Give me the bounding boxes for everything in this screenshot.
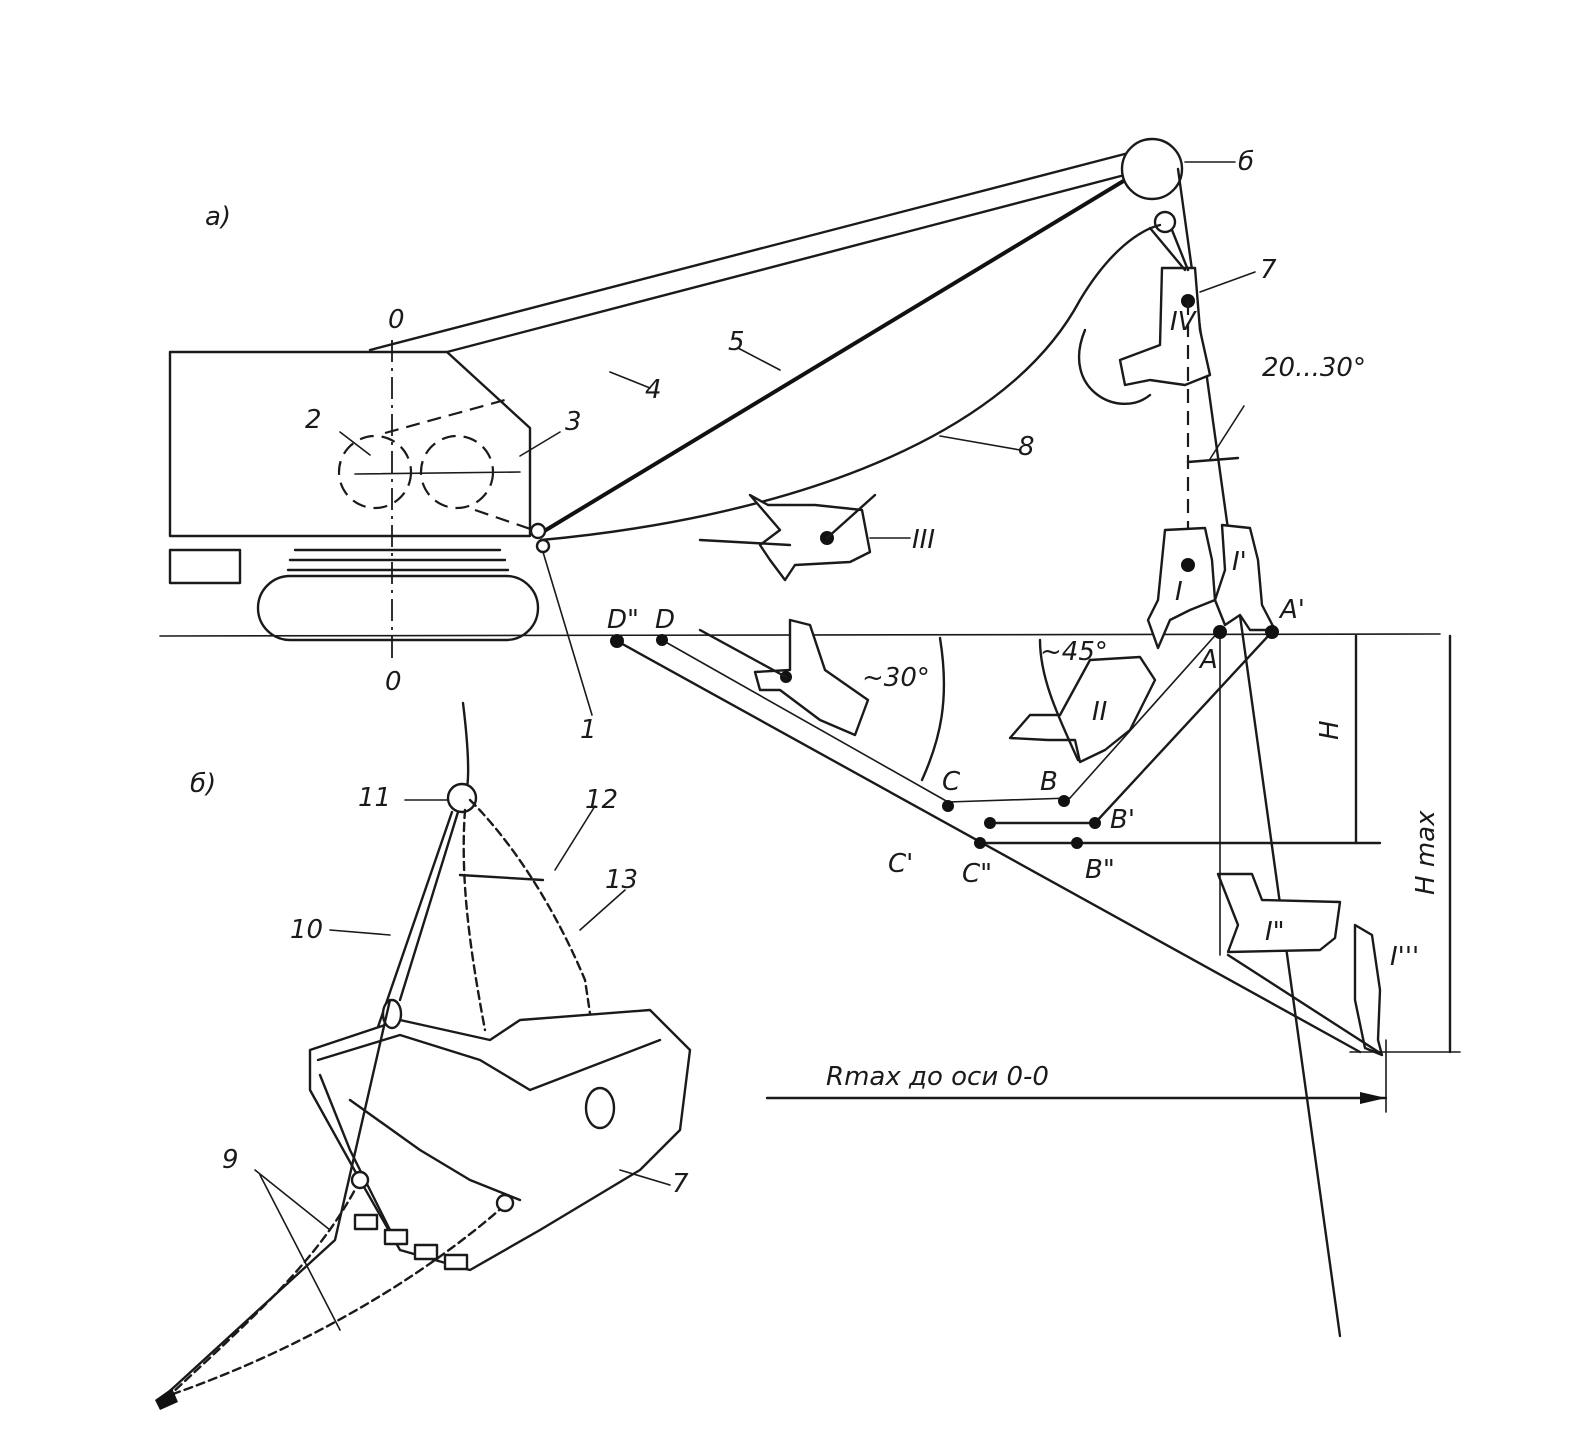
dim-Hmax: H max [1411,810,1441,895]
axis-label-bottom: 0 [385,667,402,697]
pt-D2: D" [607,605,639,635]
point-B1 [1089,817,1101,829]
panel-a-label: а) [205,202,231,232]
label-2: 2 [305,405,322,435]
point-D [656,634,668,646]
pulley-6 [1120,137,1184,201]
pos-I: I [1175,577,1183,607]
label-8: 8 [1018,432,1035,462]
dim-H: H [1315,720,1345,740]
bucket-detail [155,701,692,1410]
point-C [942,800,954,812]
bucket-IV [1077,226,1212,570]
crawler-track [256,574,540,642]
label-13: 13 [605,865,638,895]
pt-B: B [1040,767,1058,797]
pos-I2: I" [1265,917,1285,947]
label-4: 4 [645,375,662,405]
bucket-I [1146,523,1277,650]
pos-I1: I' [1232,547,1247,577]
axis-label-top: 0 [388,305,405,335]
trajectory-lines [615,629,1382,1055]
pos-I3: I''' [1390,942,1419,972]
panel-b-label: б) [190,769,216,799]
label-1: 1 [580,715,597,745]
pt-C: C [942,767,961,797]
pos-III: III [912,525,935,555]
bucket-D [698,618,870,737]
label-3: 3 [565,407,582,437]
angle-30: ~30° [862,663,930,693]
pt-C1: C' [888,849,913,879]
pt-D: D [655,605,675,635]
point-B [1058,795,1070,807]
label-5: 5 [728,327,745,357]
label-7: 7 [1260,255,1277,285]
angle-20-30: 20...30° [1262,353,1366,383]
bucket-III [698,493,877,582]
label-6: б [1238,147,1254,177]
dim-Rmax: Rmax до оси 0-0 [826,1062,1049,1092]
point-C2 [974,837,986,849]
pos-IV: IV [1170,307,1198,337]
cable-4 [445,169,1142,354]
dimension-lines [765,634,1461,1113]
pt-A: A [1198,645,1218,675]
angle-marks [920,405,1245,782]
pt-A1: A' [1278,595,1305,625]
point-A [1213,625,1227,639]
pt-C2: C" [962,859,992,889]
pt-B2: B" [1085,855,1115,885]
point-D2 [610,634,624,648]
label-9: 9 [222,1145,239,1175]
label-7b: 7 [672,1169,689,1199]
leader-lines [339,161,1256,539]
excavator-body [168,350,546,642]
drum-2 [337,434,413,510]
point-A1 [1265,625,1279,639]
label-10: 10 [290,915,323,945]
label-11: 11 [358,783,391,813]
boom-and-cables [368,137,1342,1338]
boom-5 [539,169,1142,535]
angle-45: ~45° [1040,637,1108,667]
pos-II: II [1092,697,1107,727]
point-C1 [984,817,996,829]
bucket-I3 [1353,923,1384,1057]
drag-cable-8 [539,223,1162,542]
key-points [610,625,1279,849]
bucket-I2 [1216,872,1342,954]
label-12: 12 [585,785,618,815]
bucket-II [1008,655,1157,764]
pt-B1: B' [1110,805,1135,835]
point-B2 [1071,837,1083,849]
